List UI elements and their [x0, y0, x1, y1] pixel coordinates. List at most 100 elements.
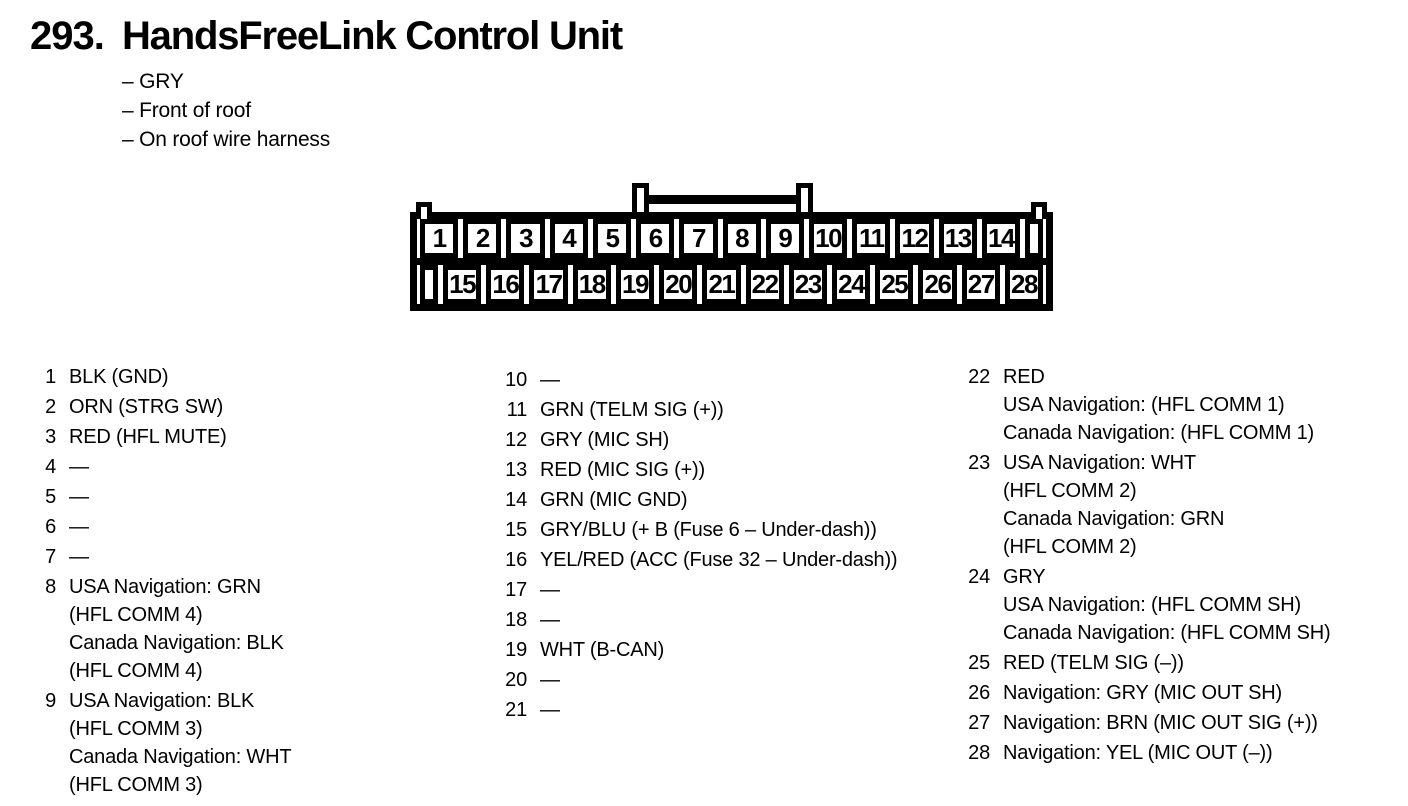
- connector-pin-19: 19: [615, 265, 655, 304]
- connector-diagram: 1 2 3 4 5 6 7 8 9 10 11 12 13 14 15 16: [410, 183, 1053, 311]
- pin-description: Navigation: BRN (MIC OUT SIG (+)): [1003, 712, 1318, 734]
- pin-item: 11 GRN (TELM SIG (+)): [505, 396, 960, 424]
- connector-pin-9: 9: [765, 219, 804, 258]
- latch-bar-icon: [644, 195, 801, 204]
- pin-item: 16 YEL/RED (ACC (Fuse 32 – Under-dash)): [505, 546, 960, 574]
- pin-item: 3 RED (HFL MUTE): [34, 423, 464, 451]
- connector-pin-4: 4: [549, 219, 588, 258]
- pin-item: 1 BLK (GND): [34, 363, 464, 391]
- pin-number: 9: [45, 690, 56, 712]
- connector-pin-1: 1: [420, 219, 459, 258]
- connector-pin-8: 8: [722, 219, 761, 258]
- pin-item: 5 —: [34, 483, 464, 511]
- empty-slot-bottom-left: [420, 265, 438, 304]
- pin-item: 27 Navigation: BRN (MIC OUT SIG (+)): [968, 709, 1408, 737]
- pin-description: —: [69, 546, 89, 568]
- connector-pin-14: 14: [981, 219, 1021, 258]
- pin-description: RED USA Navigation: (HFL COMM 1) Canada …: [1003, 366, 1314, 444]
- pin-number: 24: [968, 566, 990, 588]
- pin-number: 6: [45, 516, 56, 538]
- connector-pin-12: 12: [895, 219, 934, 258]
- pin-item: 25 RED (TELM SIG (–)): [968, 649, 1408, 677]
- pin-description: —: [69, 516, 89, 538]
- pin-description: GRY/BLU (+ B (Fuse 6 – Under-dash)): [540, 519, 877, 541]
- connector-pin-28: 28: [1004, 265, 1044, 304]
- pin-number: 25: [968, 652, 990, 674]
- connector-pin-3: 3: [506, 219, 545, 258]
- pin-number: 4: [45, 456, 56, 478]
- connector-pin-23: 23: [788, 265, 827, 304]
- pin-row-bottom: 15 16 17 18 19 20 21 22 23 24 25 26 27 2…: [417, 265, 1046, 304]
- pin-description: GRY (MIC SH): [540, 429, 670, 451]
- connector-pin-27: 27: [961, 265, 1000, 304]
- row-divider: [417, 258, 1046, 265]
- pin-item: 24 GRY USA Navigation: (HFL COMM SH) Can…: [968, 563, 1408, 647]
- section-number: 293.: [30, 14, 105, 58]
- connector-pin-5: 5: [592, 219, 632, 258]
- connector-pin-6: 6: [636, 219, 675, 258]
- pin-number: 27: [968, 712, 990, 734]
- pin-list-column-1: 1 BLK (GND) 2 ORN (STRG SW) 3 RED (HFL M…: [34, 363, 464, 801]
- pin-number: 2: [45, 396, 56, 418]
- pin-number: 5: [45, 486, 56, 508]
- pin-item: 18 —: [505, 606, 960, 634]
- pin-number: 15: [505, 519, 527, 541]
- connector-pin-10: 10: [808, 219, 848, 258]
- pin-item: 14 GRN (MIC GND): [505, 486, 960, 514]
- pin-item: 21 —: [505, 696, 960, 724]
- pin-number: 23: [968, 452, 990, 474]
- corner-tab-right-icon: [1031, 202, 1047, 219]
- connector-pin-2: 2: [463, 219, 502, 258]
- empty-slot-top-right: [1025, 219, 1044, 258]
- pin-description: —: [540, 579, 560, 601]
- pin-row-top: 1 2 3 4 5 6 7 8 9 10 11 12 13 14: [417, 219, 1046, 258]
- pin-item: 15 GRY/BLU (+ B (Fuse 6 – Under-dash)): [505, 516, 960, 544]
- pin-number: 11: [506, 399, 528, 421]
- connector-pin-18: 18: [572, 265, 611, 304]
- page-title: 293. HandsFreeLink Control Unit: [30, 14, 623, 59]
- pin-item: 17 —: [505, 576, 960, 604]
- pin-number: 10: [505, 369, 527, 391]
- connector-pin-21: 21: [702, 265, 741, 304]
- pin-description: —: [69, 456, 89, 478]
- pin-description: ORN (STRG SW): [69, 396, 224, 418]
- pin-item: 22 RED USA Navigation: (HFL COMM 1) Cana…: [968, 363, 1408, 447]
- connector-pin-16: 16: [486, 265, 525, 304]
- pin-description: RED (HFL MUTE): [69, 426, 227, 448]
- pin-number: 16: [505, 549, 527, 571]
- pin-item: 20 —: [505, 666, 960, 694]
- pin-item: 26 Navigation: GRY (MIC OUT SH): [968, 679, 1408, 707]
- connector-pin-17: 17: [529, 265, 568, 304]
- pin-description: USA Navigation: BLK (HFL COMM 3) Canada …: [69, 690, 292, 796]
- pin-description: BLK (GND): [69, 366, 169, 388]
- section-title: HandsFreeLink Control Unit: [122, 14, 623, 58]
- pin-description: WHT (B-CAN): [540, 639, 665, 661]
- pin-number: 26: [968, 682, 990, 704]
- connector-pin-22: 22: [745, 265, 784, 304]
- connector-body: 1 2 3 4 5 6 7 8 9 10 11 12 13 14 15 16: [410, 212, 1053, 311]
- pin-description: RED (MIC SIG (+)): [540, 459, 705, 481]
- pin-item: 6 —: [34, 513, 464, 541]
- pin-number: 19: [505, 639, 527, 661]
- pin-item: 8 USA Navigation: GRN (HFL COMM 4) Canad…: [34, 573, 464, 685]
- pin-item: 7 —: [34, 543, 464, 571]
- connector-pin-13: 13: [938, 219, 977, 258]
- pin-number: 18: [505, 609, 527, 631]
- pin-number: 17: [505, 579, 527, 601]
- pin-description: USA Navigation: WHT (HFL COMM 2) Canada …: [1003, 452, 1225, 558]
- pin-number: 20: [505, 669, 527, 691]
- pin-item: 2 ORN (STRG SW): [34, 393, 464, 421]
- connector-pin-20: 20: [659, 265, 698, 304]
- pin-item: 4 —: [34, 453, 464, 481]
- connector-pin-15: 15: [443, 265, 482, 304]
- connector-pin-11: 11: [852, 219, 891, 258]
- pin-number: 1: [45, 366, 56, 388]
- pin-item: 9 USA Navigation: BLK (HFL COMM 3) Canad…: [34, 687, 464, 799]
- connector-pin-24: 24: [831, 265, 871, 304]
- pin-description: —: [540, 609, 560, 631]
- pin-description: —: [69, 486, 89, 508]
- pin-item: 10 —: [505, 366, 960, 394]
- pin-list-column-2: 10 — 11 GRN (TELM SIG (+)) 12 GRY (MIC S…: [505, 366, 960, 726]
